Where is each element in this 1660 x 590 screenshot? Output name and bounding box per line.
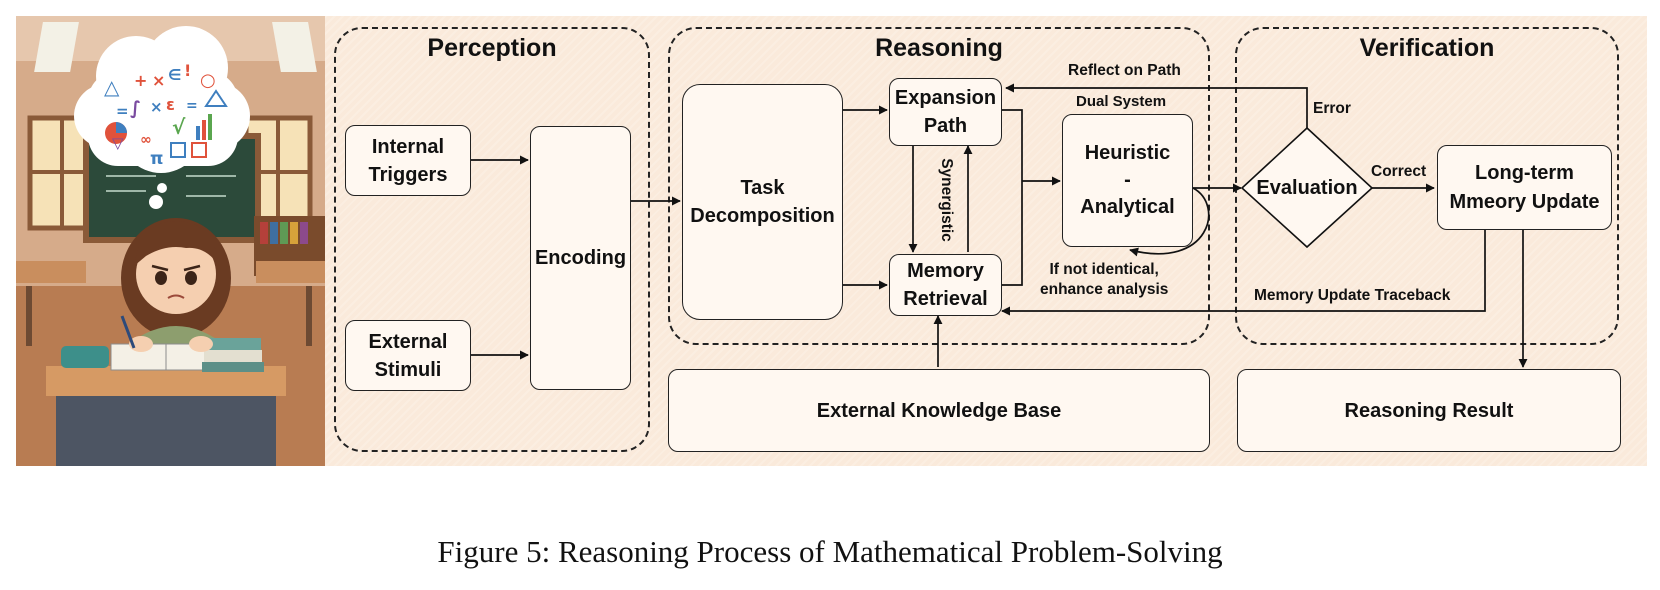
- reflect-on-path-label: Reflect on Path: [1068, 62, 1181, 79]
- dual-system-label: Dual System: [1076, 93, 1167, 110]
- thought-symbol: =: [116, 102, 129, 120]
- perception-title: Perception: [427, 34, 557, 62]
- evaluation-diamond: [1240, 126, 1374, 249]
- arrow-enhance-loop: [1129, 187, 1210, 257]
- figure-caption: Figure 5: Reasoning Process of Mathemati…: [437, 534, 1223, 569]
- reasoning-title: Reasoning: [875, 34, 1003, 62]
- thought-symbol: ∈: [168, 66, 181, 84]
- thought-symbol: ×: [152, 71, 165, 90]
- memory-update-traceback-label: Memory Update Traceback: [1254, 287, 1451, 304]
- thought-symbol: √: [172, 115, 186, 139]
- connector-expansion-right: [1002, 109, 1023, 286]
- thought-symbol: =: [186, 98, 198, 114]
- thought-symbol: ○: [200, 70, 216, 91]
- classroom-illustration: △+×∈!○=∫×ε=√π▽∞: [16, 16, 325, 466]
- thought-symbol: !: [184, 61, 191, 80]
- reasoning-result-box: Reasoning Result: [1237, 369, 1621, 452]
- thought-symbol: ε: [166, 95, 175, 114]
- expansion-path-box: Expansion Path: [889, 78, 1002, 146]
- memory-retrieval-box: Memory Retrieval: [889, 254, 1002, 316]
- thought-symbol: △: [104, 75, 120, 99]
- arrow-error-reflect: [1005, 83, 1308, 128]
- thought-symbol: ▽: [112, 134, 124, 152]
- thought-symbol: π: [150, 149, 163, 169]
- evaluation-label: Evaluation: [1256, 177, 1358, 199]
- task-decomposition-box: Task Decomposition: [682, 84, 843, 320]
- thought-symbol: ×: [150, 98, 163, 116]
- long-term-memory-update-box: Long-term Mmeory Update: [1437, 145, 1612, 230]
- encoding-box: Encoding: [530, 126, 631, 390]
- internal-triggers-box: Internal Triggers: [345, 125, 471, 196]
- external-knowledge-base-box: External Knowledge Base: [668, 369, 1210, 452]
- heuristic-analytical-box: Heuristic - Analytical: [1062, 114, 1193, 247]
- verification-title: Verification: [1359, 34, 1495, 62]
- reasoning-section: [668, 27, 1210, 345]
- arrow-memory-traceback: [1001, 230, 1486, 316]
- correct-label: Correct: [1371, 163, 1427, 180]
- thought-symbol: ∫: [130, 98, 141, 119]
- synergistic-label: Synergistic: [938, 158, 956, 242]
- thought-symbol: +: [134, 71, 147, 90]
- external-stimuli-box: External Stimuli: [345, 320, 471, 391]
- perception-section: [334, 27, 650, 452]
- thought-symbol: ∞: [140, 132, 152, 148]
- error-label: Error: [1313, 100, 1351, 117]
- if-not-identical-label: If not identical, enhance analysis: [1040, 261, 1169, 299]
